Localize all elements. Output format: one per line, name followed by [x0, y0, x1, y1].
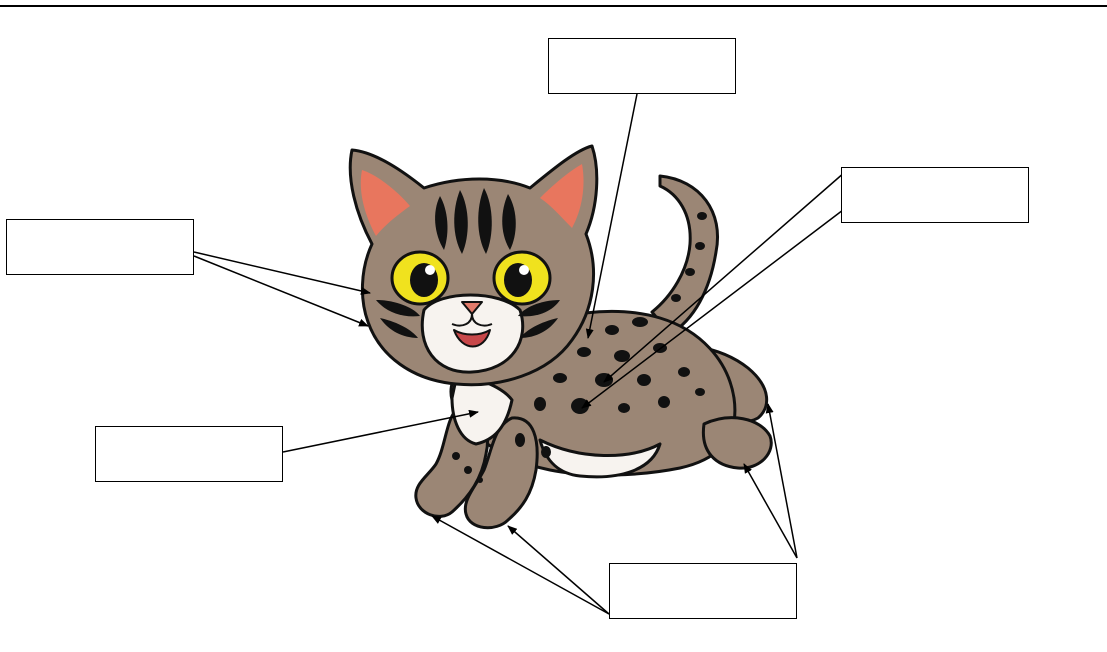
paws-leader-line-2 [507, 525, 610, 615]
cat-mouth [453, 329, 491, 348]
leader-lines [193, 93, 846, 615]
chest-leader-line [282, 409, 479, 453]
cat-nose [461, 301, 483, 315]
cat-belly [538, 438, 662, 479]
paws-leader-line-3 [743, 463, 798, 559]
label-box-whiskers[interactable] [6, 219, 194, 275]
label-box-back[interactable] [548, 38, 736, 94]
whiskers-leader-line-1 [193, 251, 371, 295]
cat-head-stripes [376, 188, 560, 338]
label-box-chest[interactable] [95, 426, 283, 482]
whiskers-leader-line-2 [193, 255, 369, 327]
cat-hind-paw [701, 416, 773, 470]
paws-leader-line-4 [765, 403, 798, 559]
label-box-paws[interactable] [609, 563, 797, 619]
back-leader-line [585, 93, 638, 339]
cat-ear-right-inner [540, 164, 584, 228]
tail-leader-line-2 [581, 209, 844, 409]
cat-ear-left-inner [360, 170, 410, 236]
cat-eyes [390, 250, 552, 306]
label-box-tail[interactable] [841, 167, 1029, 223]
kitten-illustration [348, 144, 773, 530]
paws-leader-line-1 [431, 515, 610, 615]
tail-leader-line-1 [603, 171, 846, 383]
cat-tail [650, 174, 719, 336]
top-border-line [0, 5, 1107, 7]
